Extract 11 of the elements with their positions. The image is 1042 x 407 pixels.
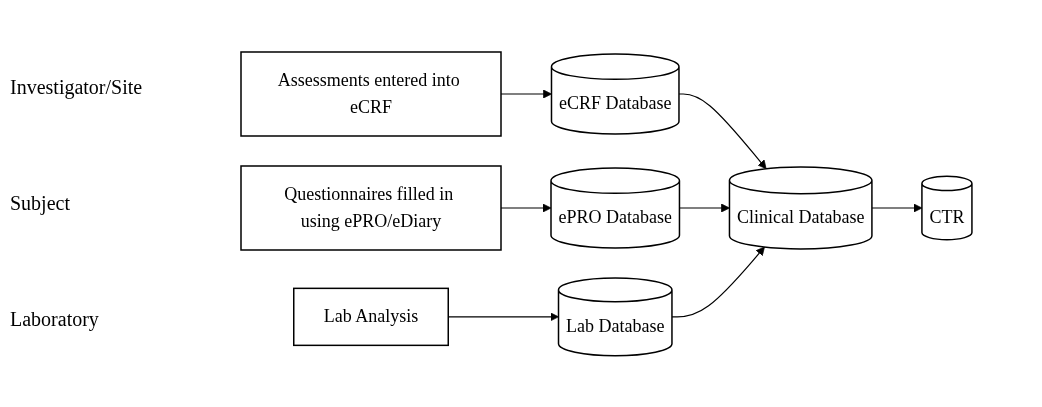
arrow: [670, 246, 765, 318]
node-box: Questionnaires filled in using ePRO/eDiary: [239, 164, 502, 251]
row-label: Subject: [10, 192, 71, 215]
node-box: Lab Analysis: [292, 287, 449, 346]
row-label: Laboratory: [10, 307, 100, 331]
arrow: [870, 203, 922, 213]
node-box: Assessments entered into eCRF: [239, 50, 502, 137]
arrow: [678, 203, 730, 213]
arrow: [447, 312, 559, 321]
row-label: Investigator/Site: [10, 76, 144, 100]
arrow: [677, 93, 767, 169]
